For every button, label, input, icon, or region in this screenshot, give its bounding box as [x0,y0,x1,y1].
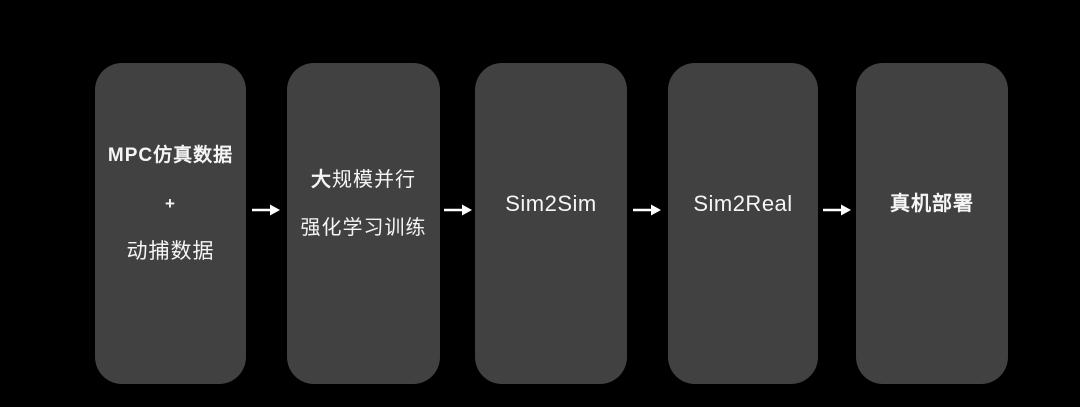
node-text-line-mocap-data: 动捕数据 [126,239,215,263]
arrow-right-icon [252,204,280,216]
node-text-line-sim2real: Sim2Real [693,190,793,216]
node-text-block: 大规模并行 强化学习训练 [301,156,427,252]
node-text-rest: 规模并行 [332,168,416,191]
plus-separator: + [165,193,176,213]
node-text-block: MPC仿真数据 + 动捕数据 [108,132,233,276]
node-text-line-rl-training: 强化学习训练 [300,216,427,239]
bold-lead-char: 大 [311,168,332,191]
flow-node-sim2sim: Sim2Sim [475,63,627,384]
flow-node-real-robot-deployment: 真机部署 [856,63,1008,384]
arrow-right-icon [444,204,472,216]
arrow-right-icon [823,204,851,216]
flow-node-sim2real: Sim2Real [668,63,818,384]
node-text-line-mpc-sim-data: MPC仿真数据 [107,144,234,166]
node-text-line-parallel: 大规模并行 [311,167,416,193]
node-text-line-real-deploy: 真机部署 [890,192,974,215]
arrow-right-icon [633,204,661,216]
node-text-line-sim2sim: Sim2Sim [505,190,597,216]
node-text-block: Sim2Real [693,180,792,228]
node-text-block: Sim2Sim [505,180,597,228]
node-text-block: 真机部署 [890,180,974,228]
flow-node-parallel-rl-training: 大规模并行 强化学习训练 [287,63,440,384]
flow-node-mpc-and-mocap-data: MPC仿真数据 + 动捕数据 [95,63,246,384]
